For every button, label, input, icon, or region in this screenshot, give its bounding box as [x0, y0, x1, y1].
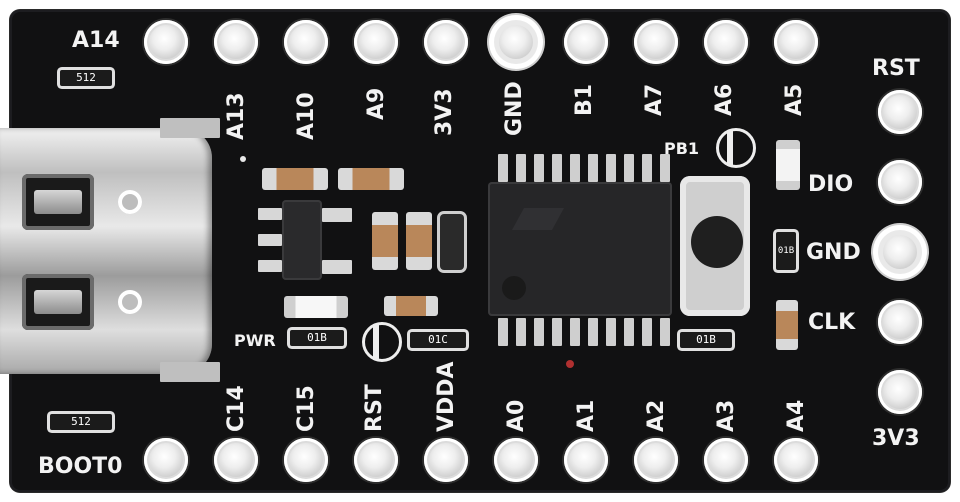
pb1-led [776, 140, 800, 190]
pad-c14[interactable] [214, 438, 258, 482]
pad-a10[interactable] [284, 20, 328, 64]
resistor-bottom-left: 512 [50, 414, 112, 430]
label-c14: C14 [224, 385, 249, 432]
label-boot0: BOOT0 [38, 454, 123, 479]
usb-c-connector[interactable] [0, 128, 212, 374]
pad-clk[interactable] [878, 300, 922, 344]
label-a10: A10 [294, 92, 319, 140]
pad-dio[interactable] [878, 160, 922, 204]
pad-a2[interactable] [634, 438, 678, 482]
label-a6: A6 [712, 83, 737, 116]
usb-shield-tab-bottom [160, 362, 220, 382]
pad-a1[interactable] [564, 438, 608, 482]
label-gnd-right: GND [806, 240, 861, 265]
pad-b1[interactable] [564, 20, 608, 64]
label-gnd-top: GND [502, 81, 527, 136]
pwr-led [284, 296, 348, 318]
capacitor-1 [262, 168, 328, 190]
diode [440, 214, 464, 270]
pad-rst-right[interactable] [878, 90, 922, 134]
resistor-center: 01B [680, 332, 732, 348]
pad-vdda[interactable] [424, 438, 468, 482]
pad-a4[interactable] [774, 438, 818, 482]
pad-3v3-right[interactable] [878, 370, 922, 414]
label-a2: A2 [644, 399, 669, 432]
usb-tab-bottom [22, 274, 94, 330]
label-b1: B1 [572, 83, 597, 116]
pad-rst-bottom[interactable] [354, 438, 398, 482]
label-a14: A14 [72, 28, 120, 53]
pad-a0[interactable] [494, 438, 538, 482]
pad-a3[interactable] [704, 438, 748, 482]
label-vdda: VDDA [434, 361, 459, 432]
label-a9: A9 [364, 87, 389, 120]
regulator-pin-1 [258, 208, 282, 220]
pad-boot0[interactable] [144, 438, 188, 482]
capacitor-6 [776, 300, 798, 350]
label-pb1: PB1 [664, 139, 700, 158]
usb-tab-top [22, 174, 94, 230]
label-a7: A7 [642, 83, 667, 116]
pin1-marker [502, 276, 526, 300]
resistor-vdda: 01C [410, 332, 466, 348]
usb-mount-hole-bottom [118, 290, 142, 314]
usb-shield-tab-top [160, 118, 220, 138]
pad-a13[interactable] [214, 20, 258, 64]
label-rst-bottom: RST [362, 384, 387, 432]
capacitor-2 [338, 168, 404, 190]
label-3v3-top: 3V3 [432, 88, 457, 136]
label-c15: C15 [294, 385, 319, 432]
pad-a9[interactable] [354, 20, 398, 64]
resistor-top-left: 512 [60, 70, 112, 86]
label-a0: A0 [504, 399, 529, 432]
rst-test-point [362, 322, 402, 362]
resistor-pwr: 01B [290, 330, 344, 346]
regulator-pin-2 [258, 234, 282, 246]
capacitor-5 [384, 296, 438, 316]
via-dot [566, 360, 574, 368]
label-rst-right: RST [872, 56, 920, 81]
silk-dot [240, 156, 246, 162]
voltage-regulator-chip [282, 200, 322, 280]
pad-c15[interactable] [284, 438, 328, 482]
label-a3: A3 [714, 399, 739, 432]
st-logo-icon [512, 208, 564, 230]
capacitor-3 [372, 212, 398, 270]
microcontroller-chip [488, 182, 672, 316]
label-a5: A5 [782, 83, 807, 116]
pad-3v3-top[interactable] [424, 20, 468, 64]
label-a1: A1 [574, 399, 599, 432]
pad-gnd-top[interactable] [494, 20, 538, 64]
pad-a5[interactable] [774, 20, 818, 64]
regulator-pin-5 [322, 260, 352, 274]
label-a4: A4 [784, 399, 809, 432]
label-dio: DIO [808, 172, 854, 197]
label-3v3-right: 3V3 [872, 426, 920, 451]
label-pwr: PWR [234, 331, 276, 350]
pad-a14[interactable] [144, 20, 188, 64]
pad-a6[interactable] [704, 20, 748, 64]
pad-gnd-right[interactable] [878, 230, 922, 274]
usb-mount-hole-top [118, 190, 142, 214]
pb1-test-point [716, 128, 756, 168]
pad-a7[interactable] [634, 20, 678, 64]
label-clk: CLK [808, 310, 856, 335]
regulator-pin-3 [258, 260, 282, 272]
regulator-pin-4 [322, 208, 352, 222]
resistor-right: 01B [776, 232, 796, 270]
capacitor-4 [406, 212, 432, 270]
label-a13: A13 [224, 92, 249, 140]
reset-button[interactable] [691, 216, 743, 268]
